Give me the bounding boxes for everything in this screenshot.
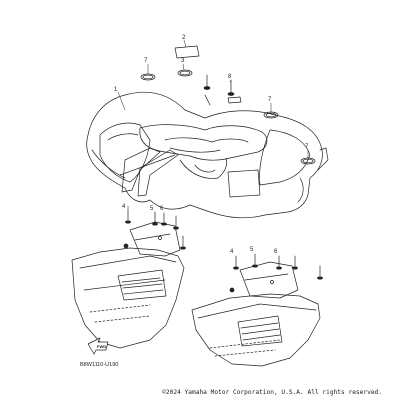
callout-5-right: 5 — [250, 247, 254, 253]
callout-7-far-right: 7 — [305, 144, 309, 150]
left-footrest-assembly — [71, 221, 185, 349]
callout-4-left: 4 — [122, 204, 126, 210]
fwd-arrow — [87, 337, 109, 355]
callout-4-right: 4 — [230, 249, 234, 255]
callout-2: 2 — [182, 35, 186, 41]
rear-fender — [86, 91, 329, 219]
callout-6-left: 6 — [160, 206, 164, 212]
leader-lines — [117, 39, 309, 211]
top-bolts — [203, 74, 242, 106]
callout-6-right: 6 — [274, 249, 278, 255]
callout-3-centre: 3 — [181, 58, 185, 64]
copyright-footer: ©2024 Yamaha Motor Corporation, U.S.A. A… — [162, 389, 382, 396]
label-plate — [174, 45, 200, 59]
left-fasteners — [123, 209, 186, 250]
callout-7-left: 7 — [144, 58, 148, 64]
part-code: B8W1110-U190 — [80, 362, 119, 368]
right-fasteners — [229, 253, 323, 293]
callout-5-left: 5 — [150, 206, 154, 212]
callout-1: 1 — [114, 87, 118, 93]
callout-7-right: 7 — [268, 97, 272, 103]
right-footrest-assembly — [191, 261, 321, 367]
callouts: 1 2 3 4 4 5 5 6 6 7 7 7 8 FWD — [97, 35, 309, 349]
callout-8: 8 — [228, 74, 232, 80]
seal-centre — [177, 69, 193, 77]
fwd-label: FWD — [97, 344, 106, 349]
